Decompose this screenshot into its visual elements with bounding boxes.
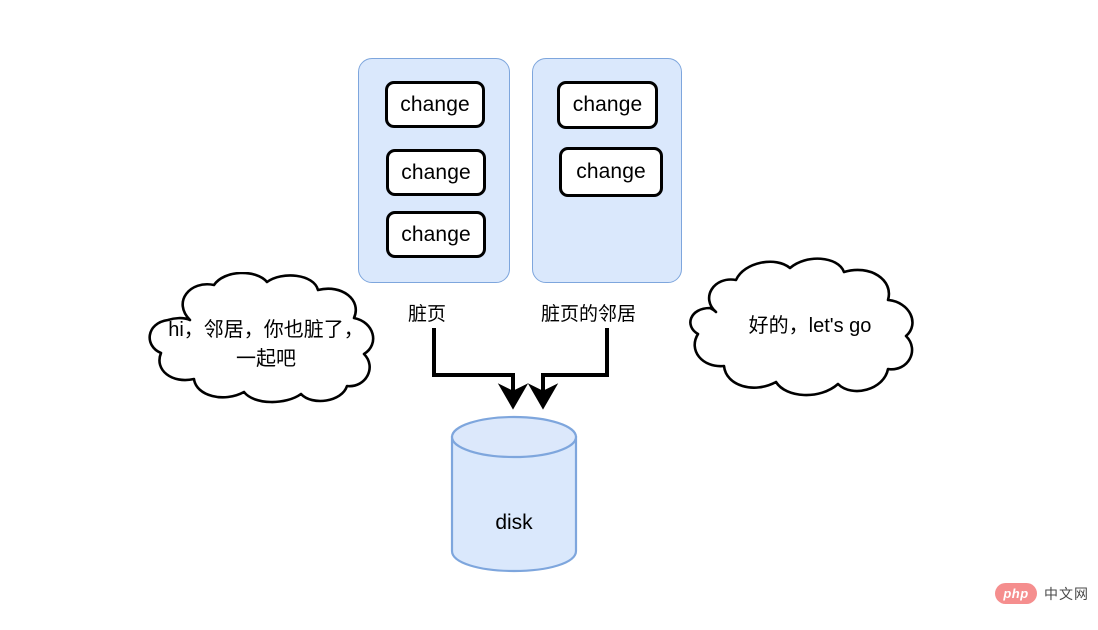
watermark-site-text: 中文网 <box>1044 585 1089 602</box>
label-dirty-page: 脏页 <box>408 304 447 325</box>
left-cloud-outline <box>148 272 375 404</box>
label-dirty-page-neighbor: 脏页的邻居 <box>541 304 637 325</box>
panel-dirty-page[interactable]: change change change <box>358 58 510 283</box>
disk-label: disk <box>495 511 533 534</box>
php-logo-icon: php <box>995 583 1037 604</box>
disk-cylinder[interactable]: disk <box>450 415 578 573</box>
left-cloud-text: hi，邻居，你也脏了， 一起吧 <box>168 319 364 370</box>
change-box[interactable]: change <box>386 211 486 258</box>
disk-shape <box>450 415 578 573</box>
left-cloud: hi，邻居，你也脏了， 一起吧 <box>128 272 418 407</box>
change-box[interactable]: change <box>557 81 658 129</box>
change-box[interactable]: change <box>385 81 485 128</box>
right-cloud: 好的，let's go <box>686 256 938 404</box>
change-box[interactable]: change <box>386 149 486 196</box>
change-box[interactable]: change <box>559 147 663 197</box>
right-cloud-outline <box>689 257 914 397</box>
arrow-dirty-page-to-disk <box>432 328 529 410</box>
arrow-neighbor-to-disk <box>527 328 609 410</box>
right-cloud-text: 好的，let's go <box>748 315 872 337</box>
panel-dirty-page-neighbor[interactable]: change change <box>532 58 682 283</box>
watermark: php 中文网 <box>995 583 1089 604</box>
